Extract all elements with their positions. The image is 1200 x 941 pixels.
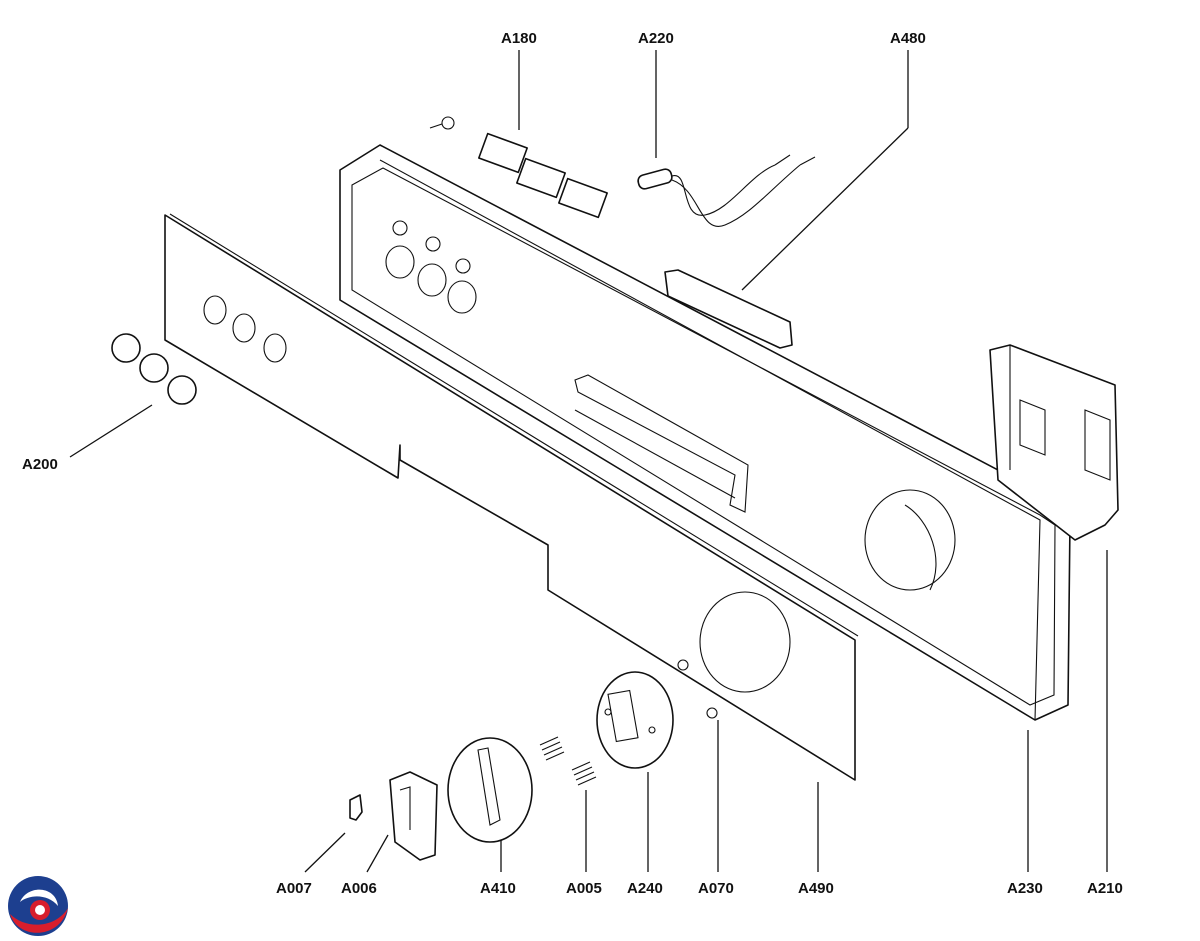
label-a005: A005: [566, 880, 602, 897]
label-a007: A007: [276, 880, 312, 897]
label-a070: A070: [698, 880, 734, 897]
part-labels: A180 A220 A480 A200 A007 A006 A410 A005 …: [22, 30, 1123, 897]
leader-lines: [69, 50, 1108, 873]
push-buttons: [111, 333, 197, 405]
push-switches: [429, 116, 608, 219]
label-a200: A200: [22, 456, 58, 473]
control-panel-housing: [339, 144, 1071, 721]
label-a230: A230: [1007, 880, 1043, 897]
label-a240: A240: [627, 880, 663, 897]
bracket: [664, 269, 793, 349]
knob-adapter: [596, 671, 674, 769]
swirl-logo-icon: [8, 876, 68, 936]
label-a210: A210: [1087, 880, 1123, 897]
programmer-unit: [989, 344, 1119, 541]
label-a220: A220: [638, 30, 674, 47]
control-knob: [447, 737, 533, 843]
label-a006: A006: [341, 880, 377, 897]
springs: [539, 736, 597, 786]
label-a410: A410: [480, 880, 516, 897]
label-a490: A490: [798, 880, 834, 897]
screws: [677, 659, 718, 719]
handle-clips: [349, 771, 438, 861]
label-a480: A480: [890, 30, 926, 47]
wire-sensor: [637, 154, 816, 227]
label-a180: A180: [501, 30, 537, 47]
front-fascia-panel: [164, 213, 859, 781]
